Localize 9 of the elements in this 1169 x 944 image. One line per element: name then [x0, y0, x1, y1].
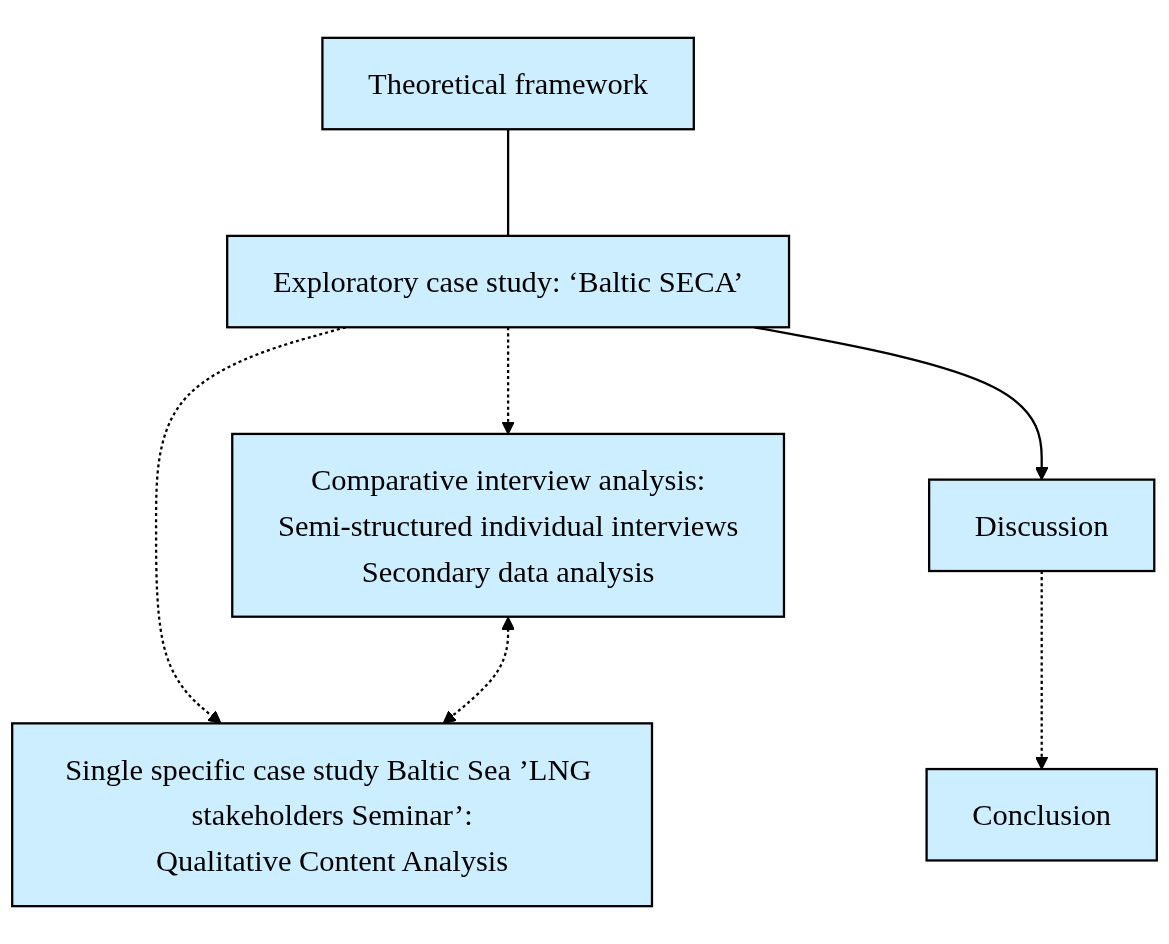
node-box: Theoretical framework	[321, 36, 695, 131]
node-box: Exploratory case study: ‘Baltic SECA’	[226, 234, 791, 329]
node-box: Single specific case study Baltic Sea ’LNG stakeholders Seminar’: Qualitative Content Analysis	[11, 722, 654, 908]
node-box: Discussion	[928, 478, 1156, 573]
arrow	[1035, 571, 1049, 770]
node-box: Comparative interview analysis: Semi-structured individual interviews Secondary data analysis	[231, 432, 786, 618]
connector	[506, 129, 510, 236]
arrow	[442, 616, 515, 724]
node-box: Conclusion	[925, 767, 1158, 862]
